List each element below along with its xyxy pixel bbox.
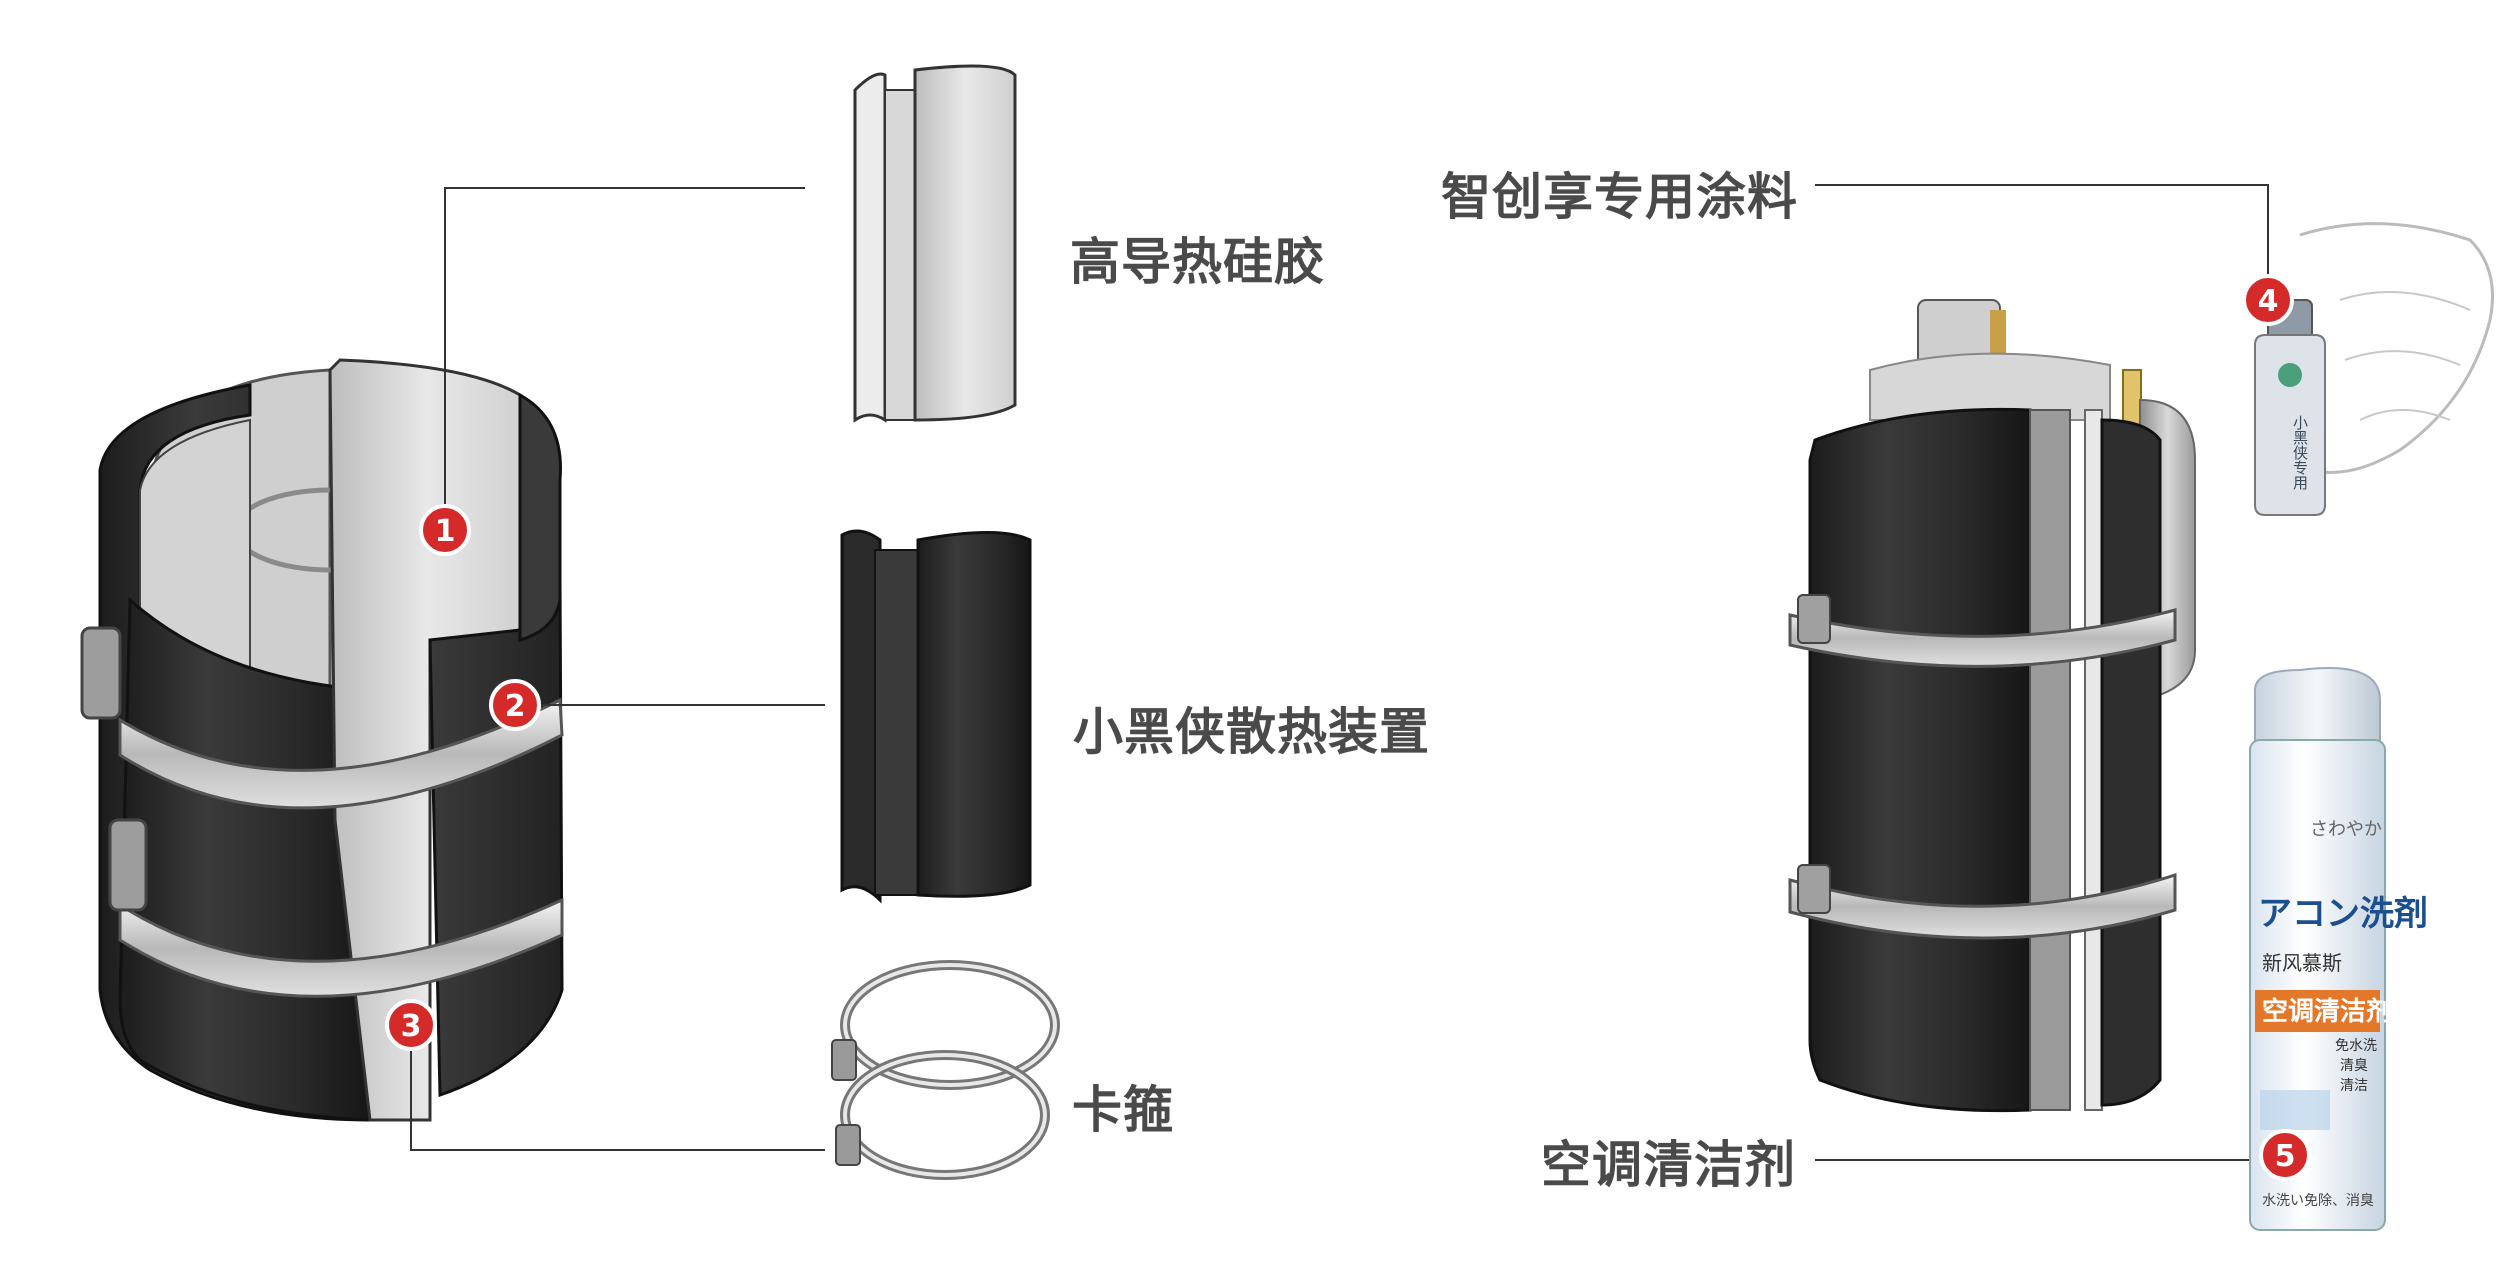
can-footer: 水洗い免除、消臭 [2262,1193,2374,1209]
svg-text:2: 2 [505,689,526,724]
marker-1: 1 [419,504,471,556]
leader-line-3 [410,1025,825,1151]
coating-bottle: 小黑侠专用 [2254,222,2494,516]
label-cleaner: 空调清洁剂 [1541,1136,1796,1194]
marker-5: 5 [2259,1129,2311,1181]
leader-line-1 [444,187,805,530]
can-band-text: 空调清洁剂 [2262,996,2392,1027]
clamp-part [831,960,1060,1180]
assembled-sleeve [80,358,564,1122]
svg-text:5: 5 [2275,1139,2296,1174]
cooling-device-part [840,529,1032,904]
silicone-part [853,64,1017,423]
can-brand: アコン洗剤 [2258,894,2428,934]
marker-4: 4 [2242,274,2294,326]
leader-line-4 [1815,184,2269,300]
can-feature-1: 免水洗 [2335,1038,2377,1054]
label-cooling-device: 小黑侠散热装置 [1073,703,1430,761]
svg-text:4: 4 [2258,284,2279,319]
svg-text:3: 3 [401,1009,422,1044]
label-silicone: 高导热硅胶 [1070,233,1325,291]
cleaner-can: さわやか アコン洗剤 新风慕斯 空调清洁剂 免水洗 清臭 清洁 水洗い免除、消臭 [2249,667,2428,1231]
can-subtitle: 新风慕斯 [2262,951,2342,975]
can-feature-3: 清洁 [2340,1078,2368,1094]
marker-2: 2 [489,679,541,731]
svg-text:1: 1 [435,514,456,549]
bottle-label: 小黑侠专用 [2291,415,2309,491]
label-coating: 智创享专用涂料 [1441,168,1798,226]
marker-3: 3 [385,999,437,1051]
compressor-assembly [1788,299,2196,1113]
label-clamp: 卡箍 [1072,1081,1174,1139]
leader-lines [410,184,2269,1161]
can-top-text: さわやか [2310,819,2382,840]
can-feature-2: 清臭 [2340,1058,2368,1074]
